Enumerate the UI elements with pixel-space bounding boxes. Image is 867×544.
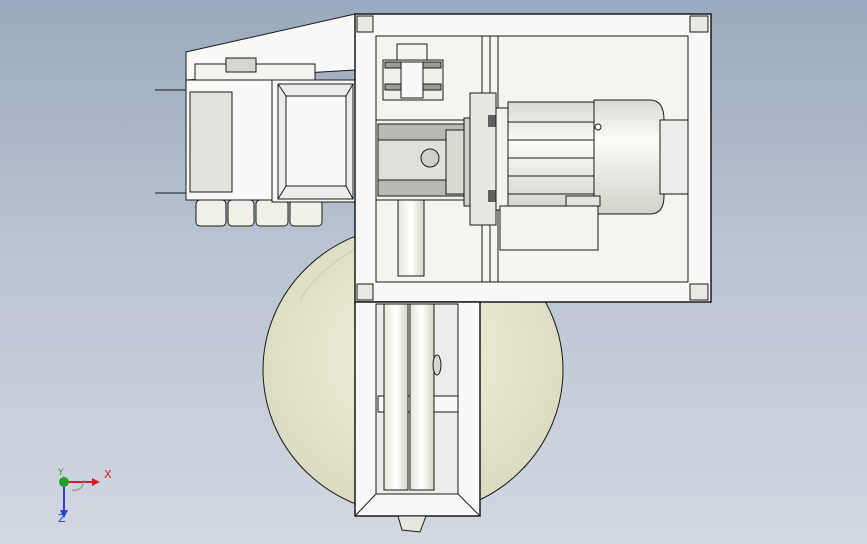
- bearing-housing: [185, 13, 356, 227]
- sprocket: [382, 43, 444, 101]
- motor-flange: [469, 92, 513, 226]
- gearbox: [375, 117, 475, 207]
- electric-motor: [499, 99, 689, 251]
- inner-frame: [271, 79, 358, 203]
- x-axis-label: X: [104, 468, 112, 481]
- vertical-shaft: [383, 195, 442, 491]
- y-axis-dot: [59, 477, 69, 487]
- y-axis-label: Y: [58, 468, 64, 478]
- z-axis-label: Z: [58, 512, 66, 525]
- coordinate-triad: [59, 477, 100, 518]
